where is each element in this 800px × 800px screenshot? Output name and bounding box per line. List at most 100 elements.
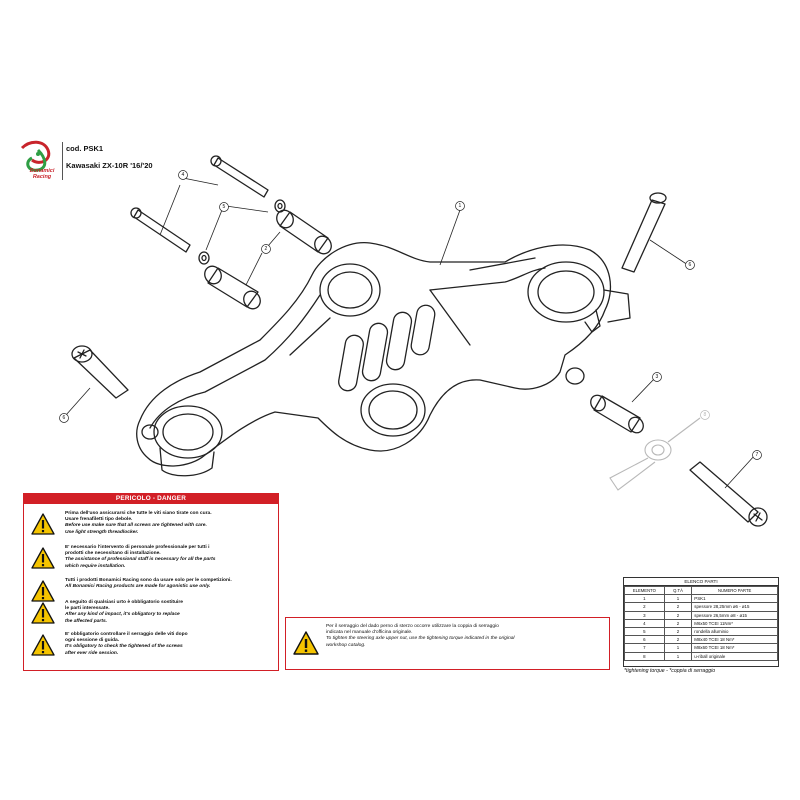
- element-cell: 6: [624, 635, 665, 645]
- warning-triangle-icon: [293, 631, 319, 655]
- quantity-cell: 2: [663, 618, 693, 628]
- danger-it-line: le parti interessate.: [65, 606, 110, 612]
- header-divider: [62, 142, 63, 180]
- part-number-cell: u-riball originale: [691, 651, 778, 661]
- vehicle-model: Kawasaki ZX-10R '16/'20: [66, 161, 153, 170]
- part-number-cell: M8x60 TCEI 18 Nm*: [691, 643, 778, 653]
- danger-en-line: which require installation.: [65, 563, 126, 569]
- callout-6-right: 6: [688, 262, 692, 268]
- spacer-2b: [204, 265, 261, 310]
- danger-en-line: It's obligatory to check the tightened o…: [65, 644, 183, 650]
- part-number-cell: M8x40 TCEI 18 Nm*: [691, 635, 778, 645]
- danger-warning-item: Tutti i prodotti Bonamici Racing sono da…: [24, 578, 278, 608]
- screw-7: [689, 461, 768, 527]
- column-header: ELEMENTO: [624, 585, 665, 596]
- screw-6-left: [71, 345, 129, 399]
- torque-notice-text: Per il serraggio del dado perno di sterz…: [326, 624, 604, 649]
- danger-it-line: prodotti che necessitano di installazion…: [65, 551, 161, 557]
- callout-5: 5: [222, 204, 226, 210]
- column-header: NUMERO PARTE: [691, 585, 778, 596]
- danger-warning-text: E' obbligatorio controllare il serraggio…: [65, 632, 275, 657]
- warning-triangle-icon: [31, 513, 55, 535]
- danger-en-line: the affected parts.: [65, 618, 108, 624]
- bonamici-logo-icon: [20, 140, 51, 172]
- danger-it-line: Prima dell'uso assicurarsi che tutte le …: [65, 511, 212, 516]
- document-header: cod. PSK1 Kawasaki ZX-10R '16/'20: [62, 142, 182, 180]
- danger-warning-item: E' necessario l'intervento di personale …: [24, 545, 278, 575]
- washer-5b: [198, 251, 210, 265]
- danger-warning-text: A seguito di qualsiasi urto è obbligator…: [65, 600, 275, 625]
- element-cell: 3: [624, 610, 665, 620]
- danger-warning-text: E' necessario l'intervento di personale …: [65, 545, 275, 570]
- spacer-3: [590, 394, 644, 434]
- danger-warning-item: Prima dell'uso assicurarsi che tutte le …: [24, 511, 278, 541]
- danger-warning-item: E' obbligatorio controllare il serraggio…: [24, 632, 278, 662]
- callout-6-left: 6: [62, 415, 66, 421]
- danger-warning-text: Prima dell'uso assicurarsi che tutte le …: [65, 511, 275, 536]
- quantity-cell: 2: [663, 602, 693, 612]
- quantity-cell: 2: [663, 626, 693, 637]
- quantity-cell: 1: [663, 594, 693, 604]
- danger-it-line: A seguito di qualsiasi urto è obbligator…: [65, 600, 184, 605]
- warning-triangle-icon: [31, 580, 55, 602]
- danger-en-line: Use light strength threadlocker.: [65, 529, 139, 535]
- danger-en-line: after ever ride session.: [65, 650, 119, 656]
- danger-en-line: After any kind of impact, it's obligator…: [65, 612, 180, 618]
- element-cell: 4: [624, 618, 665, 628]
- screw-6-right: [621, 192, 667, 273]
- danger-title: PERICOLO - DANGER: [24, 494, 278, 504]
- warning-triangle-icon: [31, 634, 55, 656]
- spacer-2a: [276, 209, 332, 255]
- brand-logo-text: Bonamici Racing: [29, 168, 55, 180]
- danger-it-line: E' necessario l'intervento di personale …: [65, 545, 210, 550]
- danger-it-line: Usare frenafiletti tipo debole.: [65, 517, 133, 523]
- notice-en-line: workshop catalog.: [326, 642, 366, 648]
- part-number-cell: PSK1: [691, 594, 778, 604]
- parts-table-title: ELENCO PARTI: [624, 578, 778, 586]
- danger-en-line: All Bonamici Racing products are made fo…: [65, 584, 211, 590]
- torque-notice-box: Per il serraggio del dado perno di sterz…: [285, 617, 610, 670]
- screw-4a: [210, 155, 269, 198]
- danger-en-line: Before use make sure that all screws are…: [65, 523, 207, 529]
- quantity-cell: 1: [663, 643, 693, 653]
- callout-7: 7: [755, 452, 759, 458]
- element-cell: 8: [624, 651, 665, 661]
- triple-clamp-body: [136, 242, 612, 467]
- part-number-cell: spessore 26,5mm ø8 - ø15: [691, 610, 778, 620]
- callout-2: 2: [264, 246, 268, 252]
- brand-logo: Bonamici Racing: [20, 168, 64, 180]
- danger-warning-text: Tutti i prodotti Bonamici Racing sono da…: [65, 578, 275, 590]
- danger-it-line: Tutti i prodotti Bonamici Racing sono da…: [65, 578, 232, 583]
- part-number-cell: spessore 28,25mm ø6 - ø15: [691, 602, 778, 612]
- torque-footnote: *tightening torque - *coppia di serraggi…: [624, 668, 716, 674]
- washer-5a: [274, 199, 286, 213]
- callout-1: 1: [458, 203, 462, 209]
- element-cell: 5: [624, 626, 665, 637]
- danger-it-line: E' obbligatorio controllare il serraggio…: [65, 632, 188, 637]
- danger-en-line: The assistance of professional staff is …: [65, 557, 216, 563]
- warning-triangle-icon: [31, 547, 55, 569]
- element-cell: 1: [624, 594, 665, 604]
- callout-4: 4: [181, 172, 185, 178]
- column-header: Q.TÀ: [663, 585, 693, 596]
- danger-it-line: ogni sessione di guida.: [65, 638, 120, 644]
- notice-en-line: To tighten the steering axle upper nut, …: [326, 636, 515, 642]
- element-cell: 7: [624, 643, 665, 653]
- screw-4b: [130, 207, 191, 253]
- part-number-cell: M6x50 TCEI 11Nm*: [691, 618, 778, 628]
- quantity-cell: 1: [663, 651, 693, 661]
- part-number-cell: rondella alluminio: [691, 626, 778, 637]
- quantity-cell: 2: [663, 610, 693, 620]
- callout-8: 8: [703, 412, 707, 418]
- notice-it-line: indicata nel manuale d'officina original…: [326, 630, 413, 636]
